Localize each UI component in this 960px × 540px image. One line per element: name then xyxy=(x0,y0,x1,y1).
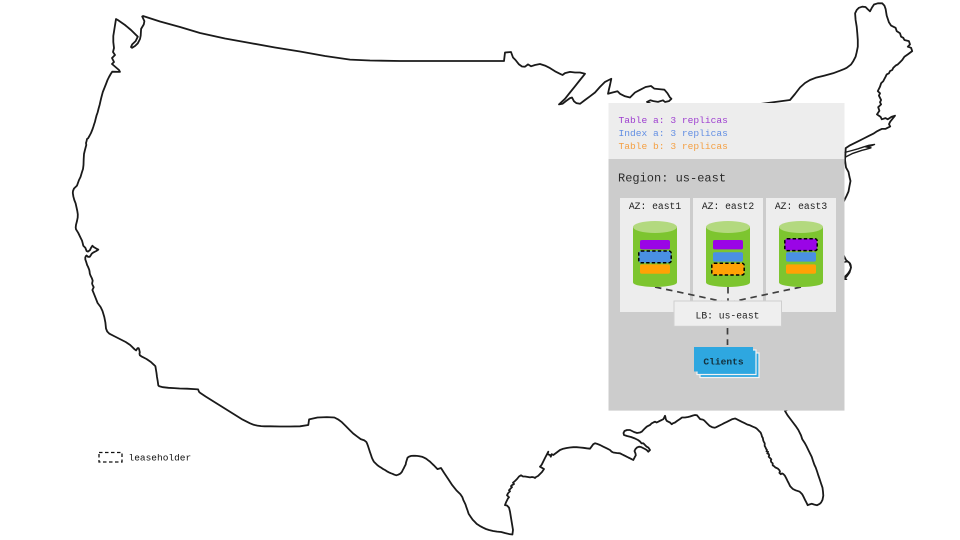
svg-text:AZ: east2: AZ: east2 xyxy=(702,201,755,212)
svg-text:AZ: east1: AZ: east1 xyxy=(629,201,682,212)
svg-text:Region: us-east: Region: us-east xyxy=(618,171,726,185)
svg-text:AZ: east3: AZ: east3 xyxy=(775,201,828,212)
svg-text:LB: us-east: LB: us-east xyxy=(696,310,760,321)
svg-text:Table b: 3 replicas: Table b: 3 replicas xyxy=(619,141,728,152)
svg-text:Clients: Clients xyxy=(703,356,744,367)
svg-text:leaseholder: leaseholder xyxy=(129,453,192,464)
svg-text:Index a: 3 replicas: Index a: 3 replicas xyxy=(619,128,728,139)
svg-text:Table a: 3 replicas: Table a: 3 replicas xyxy=(619,115,728,126)
